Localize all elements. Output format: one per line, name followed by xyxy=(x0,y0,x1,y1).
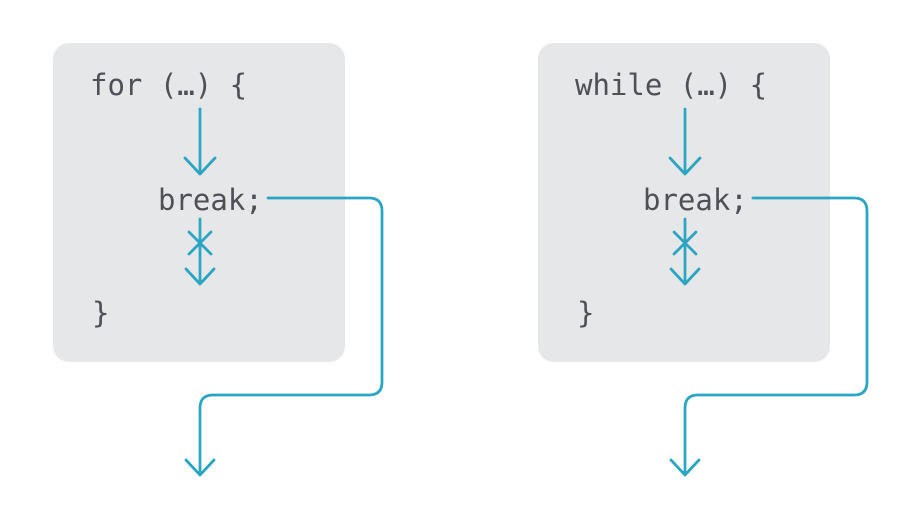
entry-down-arrow-icon xyxy=(183,107,217,176)
flow-arrows xyxy=(668,107,869,477)
loop-header-code: for (…) { xyxy=(90,68,248,102)
loop-close-brace: } xyxy=(92,296,110,330)
for-loop-diagram: for (…) { break; } xyxy=(53,43,384,477)
break-statement-code: break; xyxy=(643,183,748,217)
break-exit-path-arrow-icon xyxy=(669,196,869,477)
crossed-down-arrow-icon xyxy=(184,217,216,286)
crossed-down-arrow-icon xyxy=(669,217,701,286)
loop-header-code: while (…) { xyxy=(575,68,768,102)
loop-body-box xyxy=(538,43,830,362)
entry-down-arrow-icon xyxy=(668,107,702,176)
loop-body-box xyxy=(53,43,345,362)
loop-close-brace: } xyxy=(577,296,595,330)
flow-arrows xyxy=(183,107,384,477)
break-exit-path-arrow-icon xyxy=(184,196,384,477)
break-statement-code: break; xyxy=(158,183,263,217)
while-loop-diagram: while (…) { break; } xyxy=(485,0,917,514)
